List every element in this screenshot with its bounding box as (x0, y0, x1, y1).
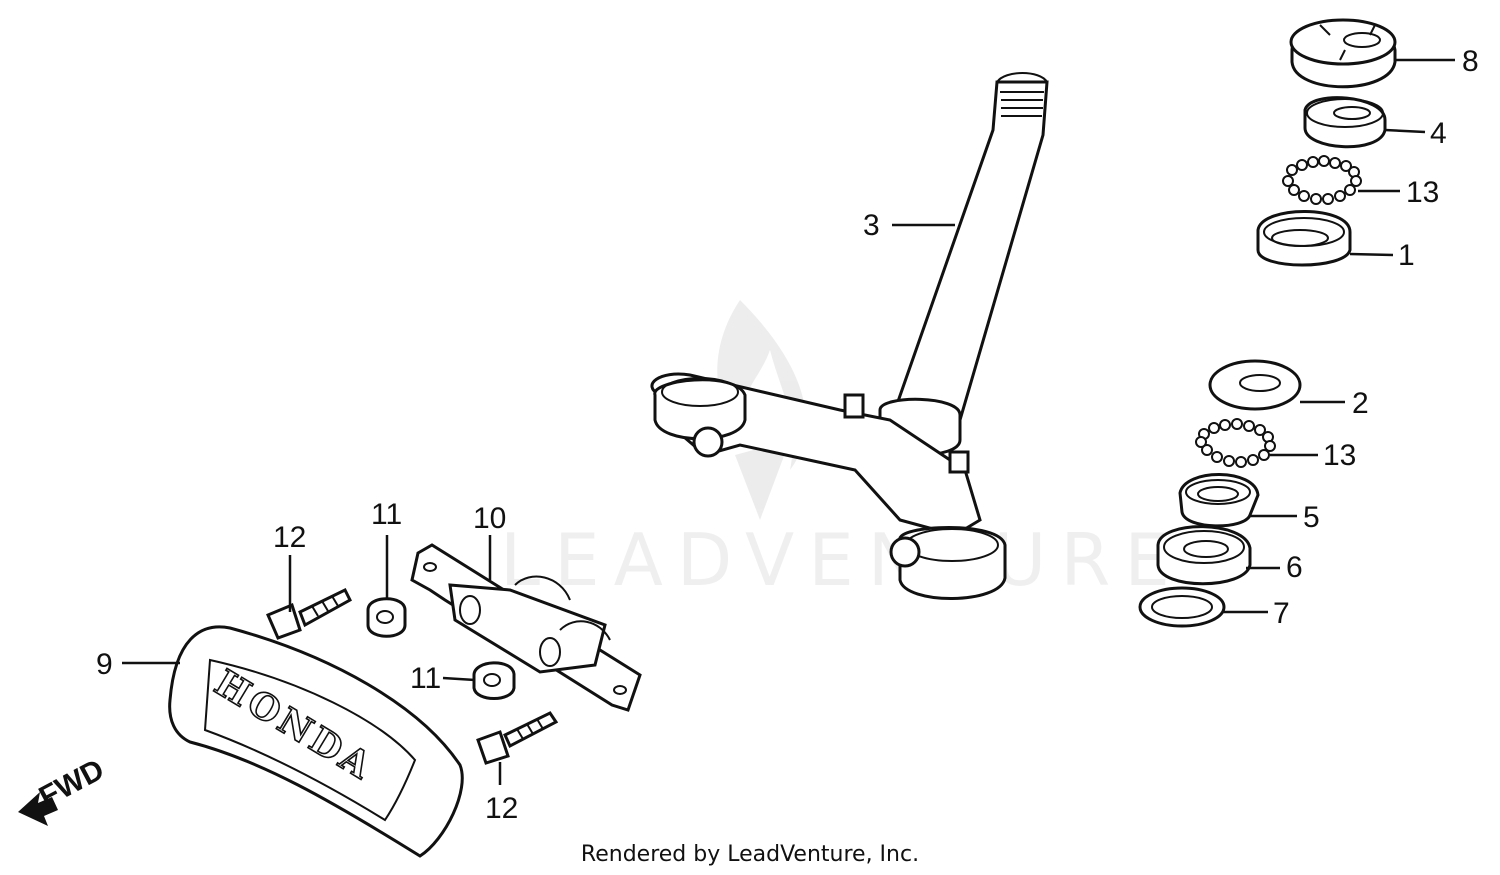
callout-numbers: 8 4 13 1 3 2 13 5 6 7 9 10 11 11 12 12 (96, 45, 1479, 825)
callout-7: 7 (1273, 597, 1290, 630)
emblem-bracket[interactable] (410, 543, 642, 712)
callout-11-lower: 11 (410, 662, 441, 695)
callout-12-upper: 12 (273, 521, 306, 554)
callout-5: 5 (1303, 501, 1320, 534)
callout-1: 1 (1398, 239, 1415, 272)
callout-9: 9 (96, 648, 113, 681)
upper-cone-race[interactable] (1303, 96, 1387, 149)
honda-emblem[interactable]: HONDA (168, 625, 464, 858)
upper-nut[interactable] (366, 597, 407, 638)
lower-bolt[interactable] (476, 711, 559, 765)
washer[interactable] (1138, 586, 1226, 628)
rendered-by-footer: Rendered by LeadVenture, Inc. (580, 842, 920, 867)
watermark-text: LEADVENTURE (500, 518, 1184, 602)
steering-stem[interactable] (650, 72, 1049, 600)
callout-4: 4 (1430, 117, 1447, 150)
top-nut[interactable] (1289, 18, 1397, 89)
callout-6: 6 (1286, 551, 1303, 584)
callout-12-lower: 12 (485, 792, 518, 825)
lower-nut[interactable] (472, 661, 516, 700)
lower-cone-race[interactable] (1178, 473, 1260, 528)
forward-direction-arrow: FWD (18, 753, 110, 826)
upper-ball-race[interactable] (1256, 210, 1352, 267)
callout-10: 10 (473, 502, 506, 535)
upper-bolt[interactable] (266, 587, 352, 640)
forward-label: FWD (34, 753, 110, 814)
callout-11-upper: 11 (371, 498, 402, 531)
lower-ball-race-top[interactable] (1208, 359, 1302, 411)
leader-lines (122, 58, 1455, 785)
callout-13-lower: 13 (1323, 439, 1356, 472)
upper-ball-set[interactable] (1282, 155, 1362, 205)
callout-3: 3 (863, 209, 880, 242)
callout-2: 2 (1352, 387, 1369, 420)
callout-13-upper: 13 (1406, 176, 1439, 209)
lower-ball-set[interactable] (1195, 418, 1276, 468)
callout-8: 8 (1462, 45, 1479, 78)
dust-seal[interactable] (1156, 525, 1252, 586)
